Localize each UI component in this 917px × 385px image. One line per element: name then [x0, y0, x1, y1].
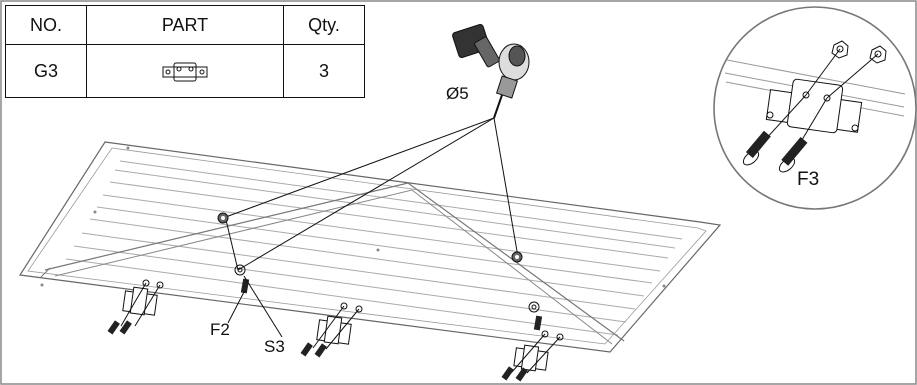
drill-bit-label: Ø5 — [446, 84, 469, 103]
panel-fasteners — [217, 212, 543, 331]
drill-guide-lines — [222, 117, 519, 271]
header-no: NO. — [5, 5, 87, 45]
hinge-assembly-right — [501, 330, 564, 382]
hinge-assembly-center — [300, 302, 363, 358]
detail-screw-f3-label: F3 — [797, 169, 820, 190]
detail-magnifier — [713, 6, 917, 210]
cell-qty: 3 — [283, 44, 365, 98]
power-drill-icon — [452, 23, 530, 119]
cell-no: G3 — [5, 44, 87, 98]
table-row: G3 3 — [5, 44, 365, 98]
hinge-assembly-left — [107, 279, 164, 335]
table-header-row: NO. PART Qty. — [5, 5, 365, 45]
screw-f2-label: F2 — [210, 320, 230, 339]
hinge-bracket-icon — [162, 62, 208, 82]
header-qty: Qty. — [283, 5, 365, 45]
label-leaders — [227, 275, 283, 338]
cell-part — [86, 44, 284, 98]
gate-panel — [18, 141, 722, 353]
parts-table: NO. PART Qty. G3 3 — [5, 5, 365, 98]
header-part: PART — [86, 5, 284, 45]
washer-s3-label: S3 — [264, 337, 285, 356]
